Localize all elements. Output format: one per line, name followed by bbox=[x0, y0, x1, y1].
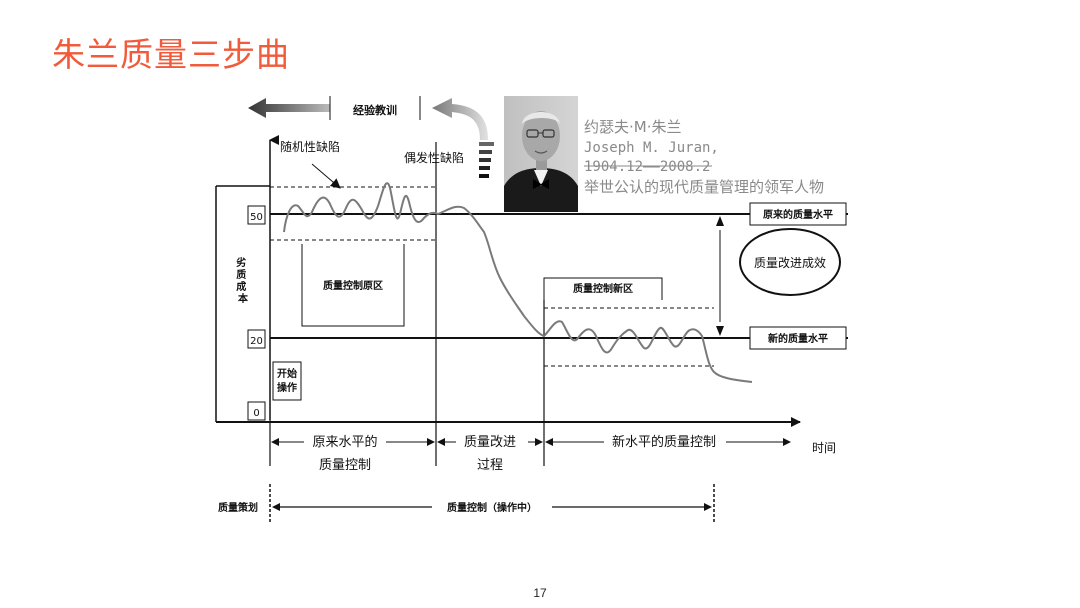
improvement-effect-ellipse bbox=[739, 228, 841, 296]
random-defect-arrow bbox=[311, 163, 341, 189]
old-zone-label: 质量控制原区 bbox=[323, 279, 383, 292]
juran-portrait bbox=[504, 96, 578, 212]
juran-dates: 1904.12——2008.2 bbox=[584, 159, 710, 175]
dash-bar bbox=[479, 166, 490, 170]
sporadic-defect-label: 偶发性缺陷 bbox=[404, 150, 464, 165]
original-level-label: 原来的质量水平 bbox=[763, 208, 833, 221]
phase-2-line-2: 过程 bbox=[477, 458, 503, 473]
phase-2-line-1: 质量改进 bbox=[464, 435, 516, 450]
dash-bar bbox=[479, 142, 494, 146]
dash-bar bbox=[479, 150, 492, 154]
new-zone-label: 质量控制新区 bbox=[573, 282, 633, 295]
original-level-box bbox=[749, 202, 847, 226]
dash-bar bbox=[479, 158, 491, 162]
lessons-learned-banner: 经验教训 bbox=[248, 96, 494, 178]
phase-1-line-2: 质量控制 bbox=[319, 458, 371, 473]
juran-name-en: Joseph M. Juran, bbox=[584, 140, 719, 156]
x-axis-label: 时间 bbox=[812, 441, 836, 455]
phase-1-line-1: 原来水平的 bbox=[312, 434, 377, 450]
juran-name-cn: 约瑟夫·M·朱兰 bbox=[584, 118, 681, 136]
curved-arrow-icon bbox=[432, 98, 488, 140]
quality-curve bbox=[283, 182, 753, 383]
start-operation-label: 开始 操作 bbox=[277, 367, 300, 394]
left-arrow-icon bbox=[248, 98, 330, 118]
quality-control-span-label: 质量控制（操作中） bbox=[447, 501, 537, 514]
dash-bar bbox=[479, 174, 489, 178]
y-tick-20: 20 bbox=[250, 336, 263, 347]
y-tick-50: 50 bbox=[250, 212, 263, 223]
phase-3-label: 新水平的质量控制 bbox=[612, 434, 716, 450]
y-axis-label: 劣 质 成 本 bbox=[236, 256, 249, 305]
lessons-learned-label: 经验教训 bbox=[353, 103, 397, 117]
new-level-label: 新的质量水平 bbox=[768, 332, 828, 345]
page-number: 17 bbox=[533, 586, 547, 600]
new-level-box bbox=[749, 326, 847, 350]
quality-planning-label: 质量策划 bbox=[218, 501, 258, 514]
start-operation-box bbox=[272, 361, 302, 401]
random-defect-label: 随机性缺陷 bbox=[280, 139, 340, 154]
y-tick-0: 0 bbox=[253, 408, 259, 419]
improvement-effect-label: 质量改进成效 bbox=[754, 255, 826, 270]
juran-description: 举世公认的现代质量管理的领军人物 bbox=[584, 178, 824, 196]
slide-title: 朱兰质量三步曲 bbox=[52, 35, 290, 74]
y-axis-label-box bbox=[234, 256, 252, 312]
